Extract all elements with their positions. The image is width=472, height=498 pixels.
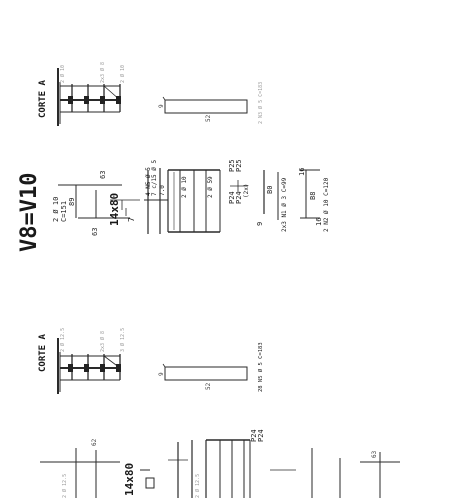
upper-beam-top-len: 89: [68, 198, 76, 206]
upper-stirrup-group-1: 4 N5 Ø 5: [145, 167, 152, 196]
upper-pillar-note: (2x): [243, 184, 250, 198]
upper-bars-bottom: 2 Ø 10: [119, 65, 126, 83]
upper-lower-bar-16a: 16: [298, 168, 306, 176]
upper-pillar-p24b: P24: [235, 191, 243, 204]
lower-stirrup-dim: 52: [205, 382, 212, 390]
section-label-upper: CORTE A: [38, 79, 48, 118]
section-upper: [57, 68, 121, 126]
upper-lower-bar-n2: 2 N2 Ø 10 C=120: [323, 177, 330, 232]
main-title: V8=V10: [17, 173, 42, 252]
lower-beam-dim-12-5: 2 Ø 12.5: [61, 474, 68, 498]
lower-stirrups-text: 2x3 Ø 8: [99, 331, 106, 352]
upper-lower-bar-b8: B8: [309, 192, 317, 200]
upper-stirrups-text: 2x3 Ø 8: [99, 62, 106, 83]
stirrup-lower: [162, 363, 248, 381]
section-lower: [57, 338, 121, 394]
lower-beam-section: 14x80: [123, 463, 136, 496]
section-label-lower: CORTE A: [38, 333, 48, 372]
upper-lower-bar-9: 9: [256, 222, 264, 226]
upper-lower-bar-16b: 16: [315, 218, 323, 226]
upper-lower-bar-note: 2x3 N1 Ø 3 C=99: [281, 177, 288, 232]
upper-stirrup-seg-b: 2 Ø 59: [207, 176, 214, 198]
upper-beam-top-bar: 2 Ø 10: [52, 197, 60, 222]
lower-stirrup-note: 28 N5 Ø 5 C=183: [257, 342, 264, 392]
upper-stirrup-dim: 52: [205, 114, 212, 122]
upper-bars-top: 2 Ø 10: [59, 65, 66, 83]
upper-lower-bar-label: B0: [266, 186, 274, 194]
beam-lower: [40, 439, 400, 498]
upper-stirrup-note: 2 N3 Ø 5 C=183: [257, 82, 264, 124]
lower-beam-dim-62: 62: [91, 438, 98, 446]
pillar-arrow-upper: [230, 180, 248, 192]
upper-stirrup-group-3: 7.0: [159, 185, 166, 196]
lower-bar-upper: [263, 169, 320, 220]
lower-bars-top: 2 Ø 12.5: [59, 328, 66, 352]
upper-pillar-p25: P25: [228, 159, 236, 172]
upper-stirrup-hook: 9: [158, 104, 165, 108]
lower-beam-dim-12-5b: 2 Ø 12.5: [194, 474, 201, 498]
upper-stirrup-group-2: 7 c/15 Ø 5: [151, 159, 158, 196]
upper-pillar-p25b: P25: [235, 159, 243, 172]
lower-beam-dim-63: 63: [371, 450, 378, 458]
upper-stirrup-seg-a: 2 Ø 10: [181, 176, 188, 198]
lower-pillar-p24b: P24: [257, 429, 265, 442]
upper-beam-dim-63a: 63: [99, 171, 107, 179]
upper-beam-dim-7: 7: [127, 217, 136, 222]
upper-pillar-p24: P24: [228, 191, 236, 204]
lower-stirrup-hook: 9: [158, 372, 165, 376]
upper-beam-dim-63b: 63: [91, 228, 99, 236]
beam-upper: [58, 184, 140, 219]
upper-beam-top-c: C=151: [60, 201, 68, 222]
stirrup-upper: [162, 96, 248, 114]
lower-bars-bottom: 3 Ø 12.5: [119, 328, 126, 352]
stirrup-cage-upper: [144, 168, 221, 234]
upper-beam-section: 14x80: [108, 193, 121, 226]
lower-pillar-p24: P24: [250, 429, 258, 442]
